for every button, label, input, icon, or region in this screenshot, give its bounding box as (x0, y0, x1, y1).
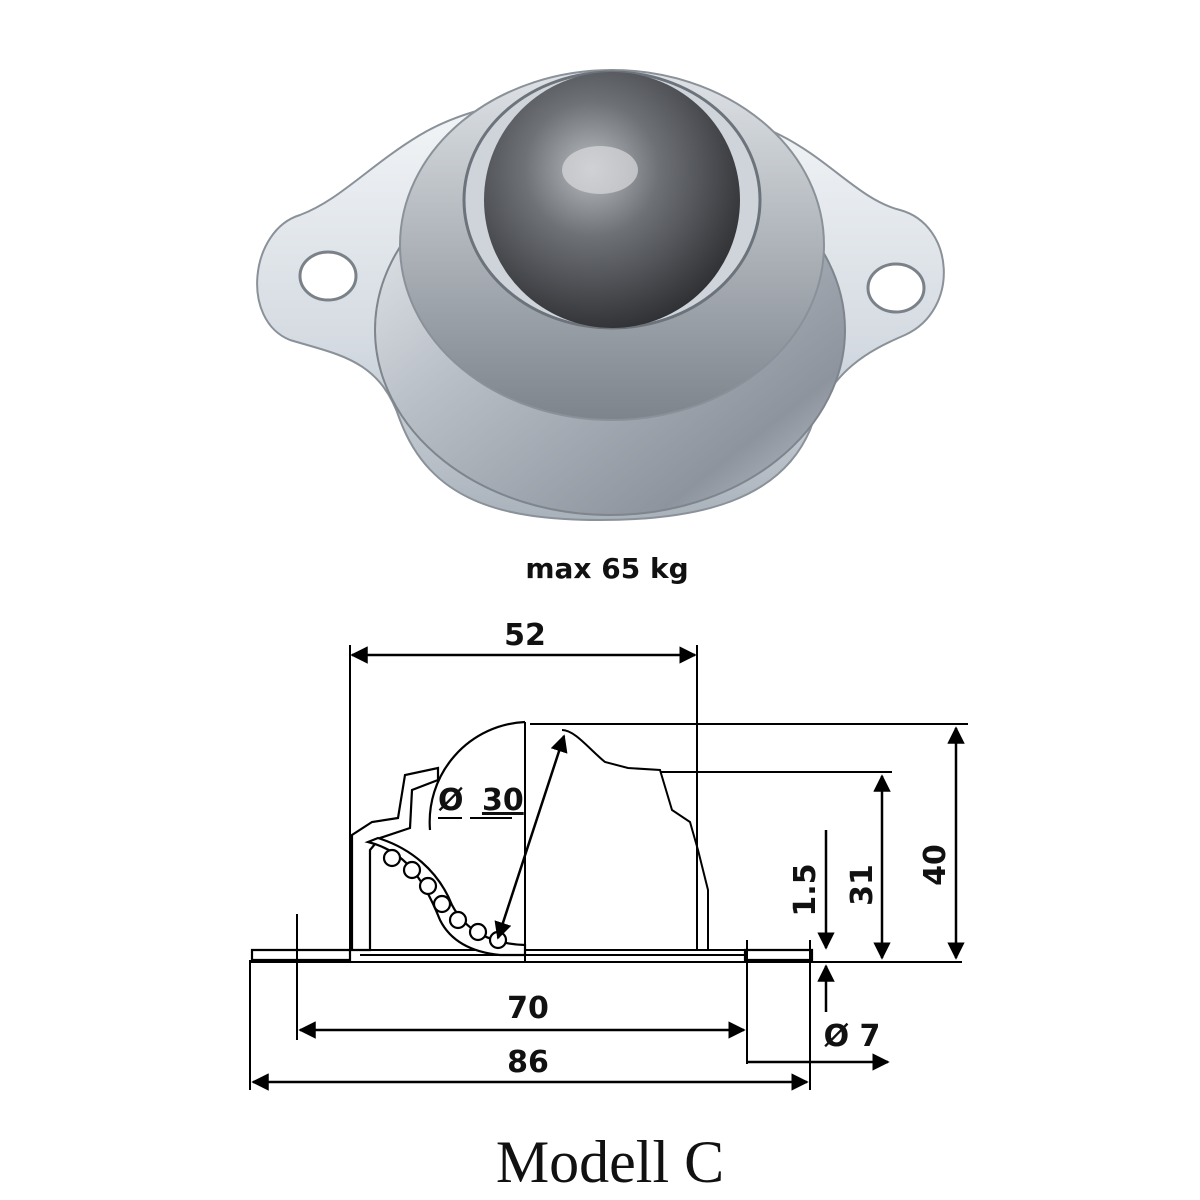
ball-icon (484, 72, 740, 328)
housing-silhouette (561, 729, 709, 950)
dim-total-height-label: 40 (918, 844, 953, 886)
model-title: Modell C (496, 1129, 724, 1195)
support-balls (382, 848, 508, 950)
dim-hole-spacing-label: 70 (507, 991, 549, 1026)
ball-diameter-label: Ø 30 (438, 783, 524, 818)
dim-flange-length-label: 86 (507, 1045, 549, 1080)
dim-body-height-label: 31 (845, 864, 880, 906)
mounting-hole-right (866, 262, 926, 314)
ball-diameter-arrow (494, 734, 568, 940)
dim-hole-diameter-label: Ø 7 (824, 1019, 881, 1054)
technical-drawing: Ø 30 52 40 31 1.5 Ø 7 70 (249, 618, 968, 1091)
product-image (256, 69, 945, 522)
load-capacity-caption: max 65 kg (525, 552, 688, 585)
mounting-hole-left (298, 250, 358, 302)
ball-highlight (562, 146, 638, 194)
dim-thickness-label: 1.5 (788, 863, 823, 916)
flange-hole-edge (743, 948, 814, 962)
dim-top-width-label: 52 (504, 618, 546, 653)
flange-section (250, 948, 352, 962)
